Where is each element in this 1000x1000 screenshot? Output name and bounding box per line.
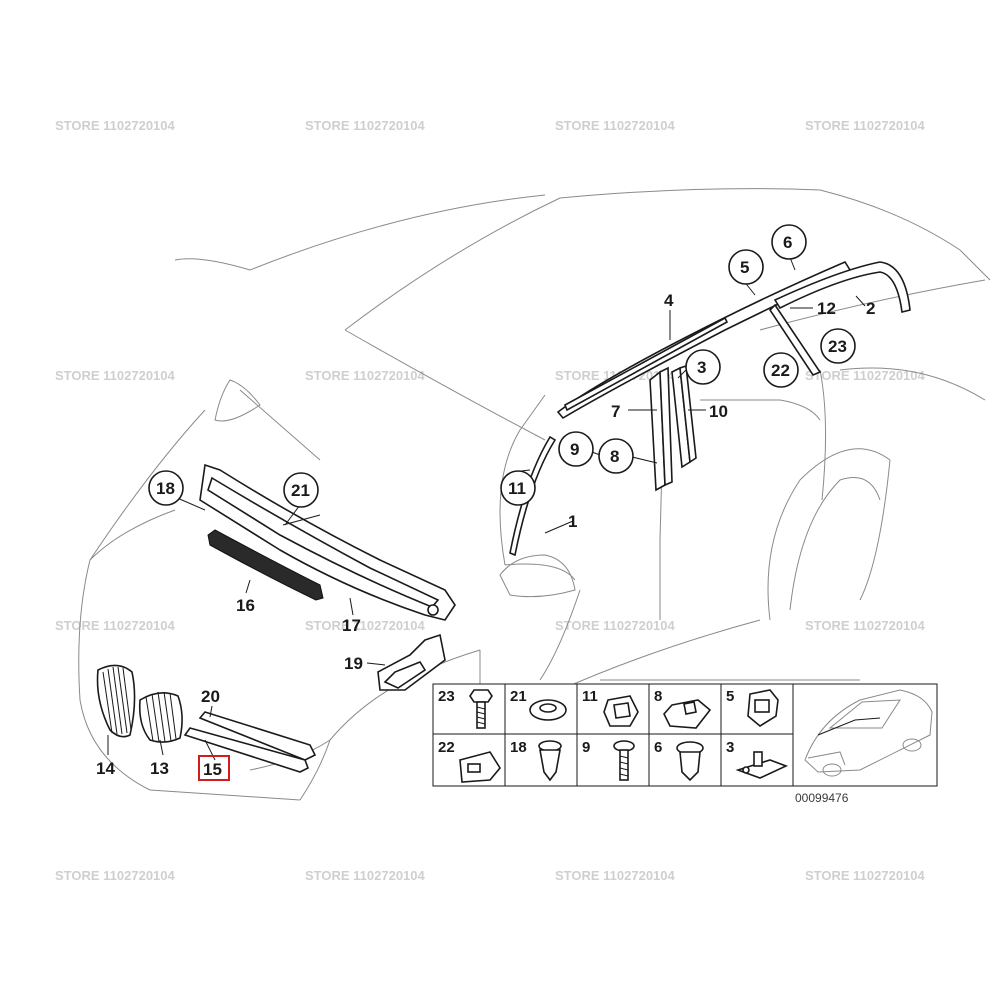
watermark: STORE 1102720104 bbox=[555, 118, 676, 133]
callout-14: 14 bbox=[96, 759, 115, 778]
callout-19: 19 bbox=[344, 654, 363, 673]
callout-16: 16 bbox=[236, 596, 255, 615]
callout-18-circle bbox=[148, 470, 184, 506]
callout-20: 20 bbox=[201, 687, 220, 706]
watermark: STORE 1102720104 bbox=[55, 618, 176, 633]
cowl-hole bbox=[427, 604, 439, 616]
callout-1: 1 bbox=[568, 512, 577, 531]
callout-22-circle bbox=[763, 352, 799, 388]
fastener-label: 3 bbox=[726, 739, 734, 756]
callout-9: 9 bbox=[570, 440, 579, 459]
callout-8: 8 bbox=[610, 447, 619, 466]
table-cell bbox=[432, 683, 506, 735]
callout-11-circle bbox=[500, 470, 536, 506]
car-body-outline bbox=[78, 188, 991, 801]
callout-22: 22 bbox=[771, 361, 790, 380]
callout-7: 7 bbox=[611, 402, 620, 421]
callout-6-circle bbox=[771, 224, 807, 260]
fastener-label: 11 bbox=[582, 688, 598, 705]
clip-icon bbox=[603, 695, 639, 727]
watermark: STORE 1102720104 bbox=[805, 868, 926, 883]
roof-molding-inner-part bbox=[563, 316, 729, 412]
fastener-label: 5 bbox=[726, 688, 734, 705]
document-number: 00099476 bbox=[795, 791, 849, 805]
nut-clip-icon bbox=[663, 699, 712, 729]
callout-5-circle bbox=[728, 249, 764, 285]
push-rivet-icon bbox=[538, 740, 562, 782]
strip-part-15 bbox=[183, 727, 310, 773]
watermark: STORE 1102720104 bbox=[55, 868, 176, 883]
fastener-table: 23 21 11 8 5 22 18 9 6 3 bbox=[432, 683, 938, 787]
strip-parts bbox=[183, 711, 317, 773]
callout-8-circle bbox=[598, 438, 634, 474]
watermark: STORE 1102720104 bbox=[305, 368, 426, 383]
callout-21-circle bbox=[283, 472, 319, 508]
watermark: STORE 1102720104 bbox=[55, 368, 176, 383]
callout-labels: 1 2 3 4 5 6 7 8 9 10 11 12 13 14 15 16 1… bbox=[96, 224, 875, 781]
grille-slats bbox=[102, 666, 177, 743]
fastener-label: 23 bbox=[438, 688, 455, 705]
rear-pillar-trim-part bbox=[768, 303, 822, 376]
watermark: STORE 1102720104 bbox=[555, 618, 676, 633]
callout-3: 3 bbox=[697, 358, 706, 377]
watermark: STORE 1102720104 bbox=[305, 618, 426, 633]
car-thumbnail-icon bbox=[804, 689, 933, 777]
callout-10: 10 bbox=[709, 402, 728, 421]
callout-4: 4 bbox=[664, 291, 674, 310]
callout-13: 13 bbox=[150, 759, 169, 778]
strip-part-20 bbox=[198, 711, 317, 761]
fastener-label: 8 bbox=[654, 688, 662, 705]
callout-2: 2 bbox=[866, 299, 875, 318]
fastener-label: 18 bbox=[510, 739, 527, 756]
washer-icon bbox=[529, 699, 567, 721]
a-pillar-trim-part bbox=[509, 435, 557, 557]
highlight-box-15 bbox=[198, 755, 230, 781]
callout-12: 12 bbox=[817, 299, 836, 318]
callout-15: 15 bbox=[203, 760, 222, 779]
callout-3-circle bbox=[685, 349, 721, 385]
fastener-label: 21 bbox=[510, 688, 527, 705]
watermark: STORE 1102720104 bbox=[305, 118, 426, 133]
callout-21: 21 bbox=[291, 481, 310, 500]
callout-9-circle bbox=[558, 431, 594, 467]
callout-23-circle bbox=[820, 328, 856, 364]
screw-icon bbox=[613, 740, 635, 781]
grille-strip-part bbox=[207, 529, 324, 601]
leader-lines bbox=[107, 254, 866, 761]
watermark: STORE 1102720104 bbox=[55, 118, 176, 133]
bracket-clip-icon bbox=[459, 751, 501, 783]
clip-assembly-icon bbox=[735, 751, 789, 779]
b-pillar-trim-rear-inner-part bbox=[679, 364, 697, 464]
watermark: STORE 1102720104 bbox=[805, 368, 926, 383]
cowl-parts bbox=[199, 463, 456, 621]
fastener-label: 9 bbox=[582, 739, 590, 756]
callout-17: 17 bbox=[342, 616, 361, 635]
callout-5: 5 bbox=[740, 258, 749, 277]
watermark: STORE 1102720104 bbox=[305, 868, 426, 883]
fastener-label: 22 bbox=[438, 739, 455, 756]
callout-18: 18 bbox=[156, 479, 175, 498]
table-cell bbox=[576, 733, 650, 787]
callout-6: 6 bbox=[783, 233, 792, 252]
kidney-grilles bbox=[96, 664, 183, 743]
bolt-icon bbox=[469, 689, 493, 729]
callout-23: 23 bbox=[828, 337, 847, 356]
b-pillar-trim-parts bbox=[649, 364, 697, 492]
retainer-icon bbox=[747, 689, 779, 727]
table-car-thumbnail-cell bbox=[792, 683, 938, 787]
watermark: STORE 1102720104 bbox=[555, 868, 676, 883]
roof-trim-parts bbox=[509, 260, 911, 557]
b-pillar-trim-front-inner-part bbox=[659, 366, 673, 487]
callout-11: 11 bbox=[508, 479, 526, 498]
expansion-nut-icon bbox=[676, 741, 704, 782]
watermark-layer: STORE 1102720104 STORE 1102720104 STORE … bbox=[55, 118, 926, 883]
fastener-label: 6 bbox=[654, 739, 662, 756]
rear-roof-trim-part bbox=[773, 261, 911, 313]
watermark: STORE 1102720104 bbox=[805, 618, 926, 633]
watermark: STORE 1102720104 bbox=[805, 118, 926, 133]
bracket-inner-part bbox=[383, 661, 427, 689]
bracket-part-19 bbox=[377, 633, 446, 691]
cowl-cover-inner-part bbox=[207, 476, 440, 608]
